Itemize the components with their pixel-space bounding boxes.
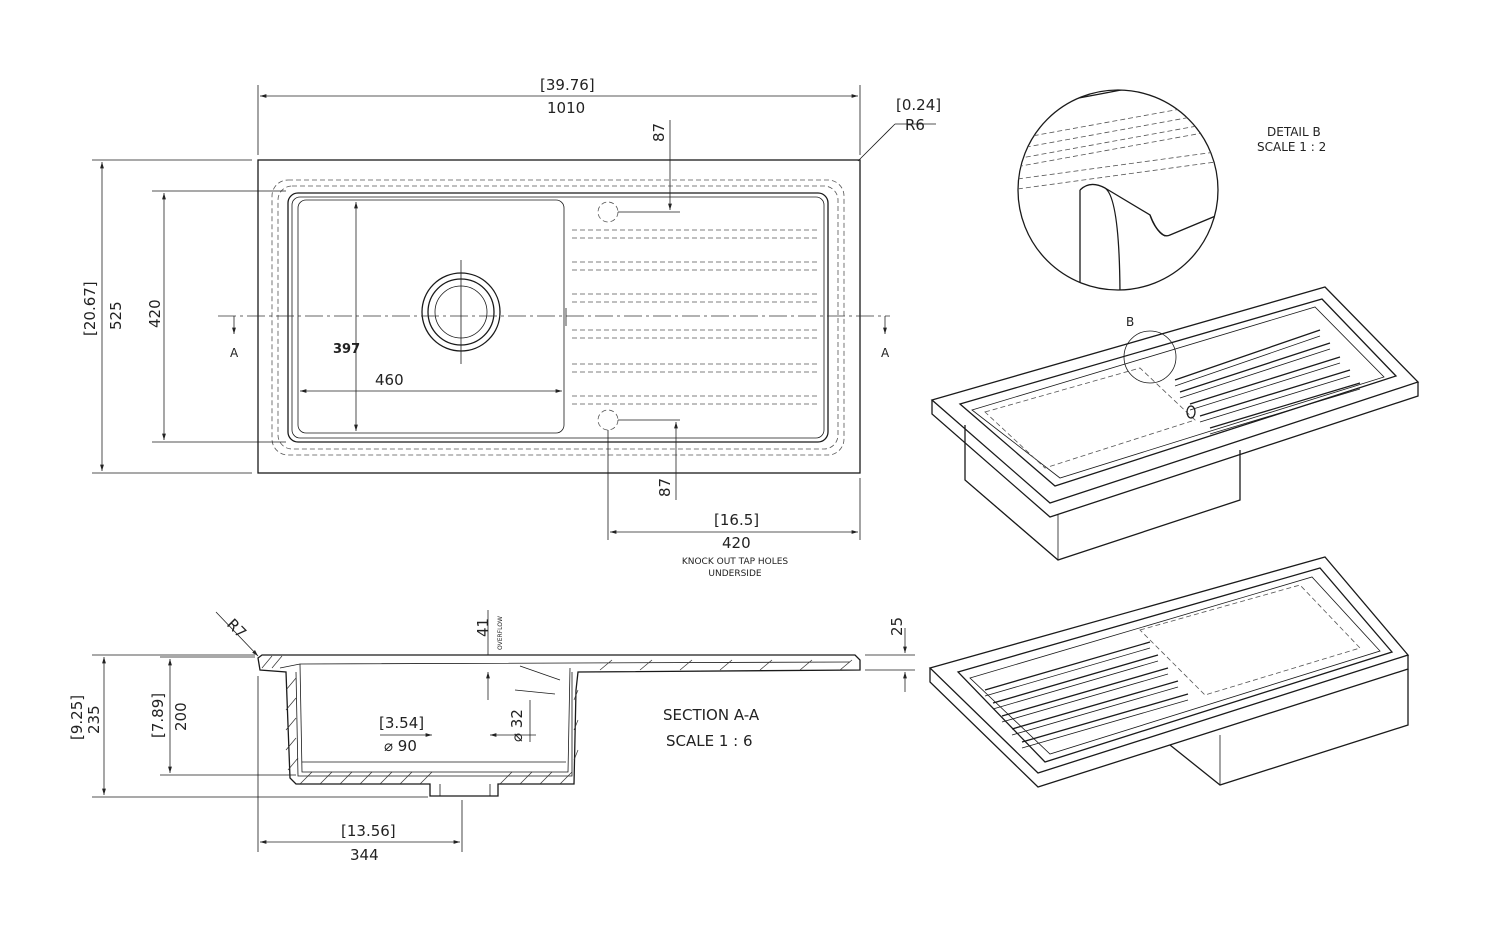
note-line-1: KNOCK OUT TAP HOLES [682,557,789,567]
detail-title: DETAIL B [1267,125,1321,139]
bowl-width-label: 420 [146,299,164,328]
bowl-inner-label: 397 [333,342,360,357]
tap-hole-bottom [597,409,619,431]
section-hatch [261,655,853,785]
length-mm-label: 1010 [547,99,585,117]
bowl-outline [297,199,565,434]
top-view: A A [218,159,890,474]
iso-view-bottom [928,556,1410,788]
tap-offset-bottom: 87 [656,478,674,497]
section-mark-left: A [230,346,239,360]
overflow-dia-label: ⌀ 32 [508,709,526,742]
width-mm-label: 525 [107,301,125,330]
depth-mm-label: 235 [85,705,103,734]
corner-radius-mm: R6 [905,116,925,134]
offset-inch: [13.56] [341,822,396,840]
width-inch-label: [20.67] [81,281,99,336]
overflow-text: OVERFLOW [497,616,504,650]
detail-callout-label: B [1126,315,1134,329]
r7-label: R7 [223,615,250,642]
detail-callout-circle [1123,330,1177,384]
recess-outline [287,192,829,443]
length-inch-label: [39.76] [540,76,595,94]
offset-mm: 344 [350,846,379,864]
section-mark-right: A [881,346,890,360]
waste-dia-mm: ⌀ 90 [384,737,417,755]
section-scale: SCALE 1 : 6 [666,732,753,750]
overflow-depth-label: 41 [474,618,492,637]
waste-dia-inch: [3.54] [379,714,424,732]
depth-inch-label: [9.25] [68,695,86,740]
detail-b: DETAIL B SCALE 1 : 2 [1017,89,1326,291]
bowl-depth-inch: [7.89] [149,693,167,738]
bowl-depth-mm: 200 [172,702,190,731]
section-title: SECTION A-A [663,706,760,724]
sink-outline [257,159,861,474]
section-dimensions: R7 41 OVERFLOW 25 [9.25] 235 [7.89] 200 … [68,610,915,864]
top-dimensions: [39.76] 1010 [0.24] R6 [20.67] 525 420 3… [81,76,941,579]
tap-spacing-mm: 420 [722,534,751,552]
tap-spacing-inch: [16.5] [714,511,759,529]
iso-view-top: B [930,286,1420,561]
rim-thickness-label: 25 [888,617,906,636]
section-view [257,654,861,797]
tap-hole-top [597,201,619,223]
bowl-length-label: 460 [375,371,404,389]
corner-radius-inch: [0.24] [896,96,941,114]
drainer-grooves [572,229,818,405]
detail-scale: SCALE 1 : 2 [1257,140,1326,154]
tap-offset-top: 87 [650,123,668,142]
note-line-2: UNDERSIDE [708,569,761,579]
